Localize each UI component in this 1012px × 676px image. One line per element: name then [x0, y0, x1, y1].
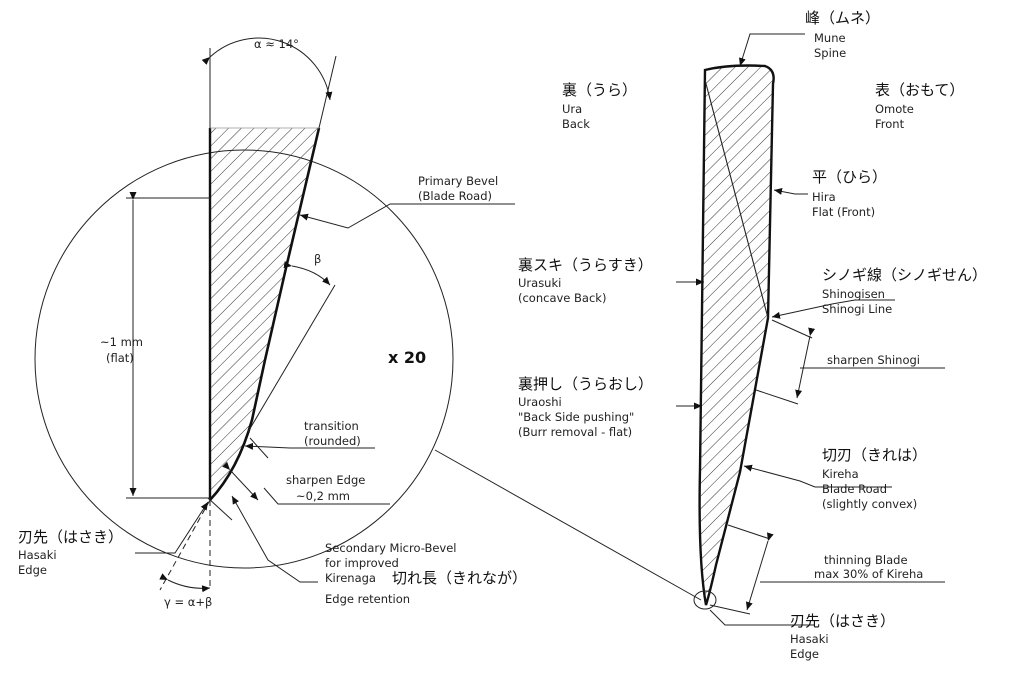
hira-label: Hira [812, 190, 836, 204]
hira-jp-label: 平（ひら） [812, 168, 887, 186]
mune-label: Mune [814, 31, 846, 45]
shinogi-line [704, 79, 769, 319]
uraoshi-jp-label: 裏押し（うらおし） [518, 375, 653, 393]
back-label: Back [562, 117, 590, 131]
omote-label: Omote [875, 102, 914, 116]
blade-cross-section [676, 33, 945, 626]
sharpen-edge-size-label: ~0,2 mm [296, 489, 350, 503]
edge-label: Edge [18, 563, 47, 577]
blade-road-label: (Blade Road) [418, 189, 492, 203]
right-labels: 峰（ムネ） Mune Spine 裏（うら） Ura Back 表（おもて） O… [518, 9, 987, 661]
kireha-jp-label: 切刃（きれは） [822, 446, 927, 464]
magnify-connector [434, 449, 702, 601]
sharpen-edge-label: sharpen Edge [286, 473, 365, 487]
magnification-label: x 20 [388, 348, 426, 367]
concave-back-label: (concave Back) [518, 291, 606, 305]
slightly-convex-label: (slightly convex) [822, 497, 917, 511]
transition-label: transition [304, 419, 359, 433]
spine-label: Spine [814, 46, 846, 60]
mune-jp-label: 峰（ムネ） [805, 9, 880, 27]
sharpen-shinogi-label: sharpen Shinogi [827, 353, 920, 367]
back-side-pushing-label: "Back Side pushing" [518, 410, 634, 424]
thinning-label-1: thinning Blade [824, 553, 908, 567]
hasaki-jp-label: 刃先（はさき） [18, 528, 123, 546]
edge-label-right: Edge [790, 647, 819, 661]
alpha-label: α ≈ 14° [254, 37, 299, 51]
kireha-label: Kireha [822, 467, 859, 481]
kirenaga-jp-label: 切れ長（きれなが） [392, 569, 527, 587]
hasaki-label: Hasaki [18, 548, 57, 562]
urasuki-label: Urasuki [518, 276, 561, 290]
flat-label: (flat) [106, 351, 134, 365]
primary-bevel-label: Primary Bevel [418, 174, 498, 188]
magnified-edge-detail [34, 37, 702, 601]
mm1-label: ~1 mm [100, 335, 143, 349]
gamma-label: γ = α+β [164, 595, 212, 609]
uraoshi-label: Uraoshi [518, 395, 562, 409]
front-label: Front [875, 117, 905, 131]
shinogi-line-label: Shinogi Line [822, 302, 892, 316]
ura-label: Ura [562, 102, 582, 116]
shinogisen-label: Shinogisen [822, 287, 885, 301]
left-labels: α ≈ 14° β γ = α+β ~1 mm (flat) x 20 Prim… [18, 37, 527, 609]
shinogi-jp-label: シノギ線（シノギせん） [822, 266, 987, 284]
flat-front-label: Flat (Front) [812, 205, 875, 219]
ura-jp-label: 裏（うら） [562, 81, 637, 99]
blade-road-label-right: Blade Road [822, 482, 887, 496]
urasuki-jp-label: 裏スキ（うらすき） [518, 256, 653, 274]
burr-removal-label: (Burr removal - flat) [518, 425, 632, 439]
thinning-label-2: max 30% of Kireha [814, 567, 923, 581]
hasaki-jp-label-right: 刃先（はさき） [790, 612, 895, 630]
hasaki-label-right: Hasaki [790, 632, 829, 646]
edge-cross-section [210, 128, 319, 500]
omote-jp-label: 表（おもて） [875, 81, 964, 99]
edge-tip-circle [693, 590, 717, 610]
rounded-label: (rounded) [304, 434, 361, 448]
micro-bevel-label-2: for improved [325, 556, 399, 570]
blade-profile [698, 64, 775, 606]
kirenaga-label: Kirenaga [325, 571, 376, 585]
beta-label: β [314, 252, 321, 266]
micro-bevel-label-1: Secondary Micro-Bevel [325, 541, 457, 555]
edge-retention-label: Edge retention [325, 592, 410, 606]
